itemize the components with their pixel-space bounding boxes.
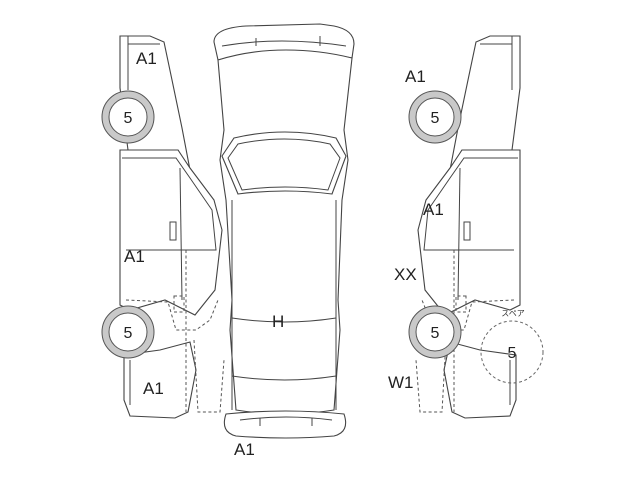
- label-right-rear-quarter: W1: [388, 373, 414, 392]
- label-left-front-fender: A1: [136, 49, 157, 68]
- tire-front-right[interactable]: 5: [408, 90, 462, 144]
- label-left-door: A1: [124, 247, 145, 266]
- spare-caption: スペア: [501, 309, 524, 318]
- tire-rear-right-value: 5: [431, 325, 440, 342]
- spare-value: 5: [508, 345, 517, 362]
- right-side-profile: [415, 35, 521, 419]
- top-view: [213, 23, 355, 439]
- label-right-rear-door: XX: [394, 265, 417, 284]
- label-right-front-door: A1: [423, 200, 444, 219]
- label-right-front-fender: A1: [405, 67, 426, 86]
- label-roof: H: [272, 312, 284, 331]
- tire-front-left-value: 5: [124, 110, 133, 127]
- label-rear-bumper: A1: [234, 440, 255, 459]
- tire-rear-right[interactable]: 5: [408, 305, 462, 359]
- tire-rear-left-value: 5: [124, 325, 133, 342]
- label-left-rear-quarter: A1: [143, 379, 164, 398]
- tire-front-left[interactable]: 5: [101, 90, 155, 144]
- tire-front-right-value: 5: [431, 110, 440, 127]
- spare-tire[interactable]: スペア 5: [480, 309, 544, 384]
- tire-rear-left[interactable]: 5: [101, 305, 155, 359]
